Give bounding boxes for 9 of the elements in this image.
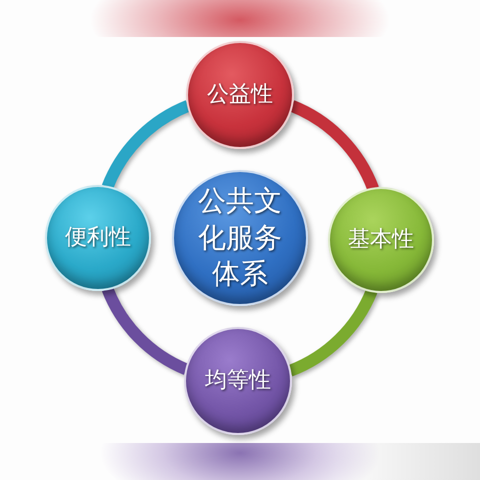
circle-label: 基本性 xyxy=(348,226,414,254)
circle-label: 均等性 xyxy=(205,366,271,395)
ring-arc xyxy=(102,286,189,375)
circle-label: 便利性 xyxy=(65,224,131,252)
ring-arc xyxy=(288,288,378,376)
ring-arc xyxy=(290,100,379,192)
circle-label: 公益性 xyxy=(207,80,273,109)
ring-arc xyxy=(102,100,190,190)
circle-label: 公共文化服务体系 xyxy=(197,183,283,292)
